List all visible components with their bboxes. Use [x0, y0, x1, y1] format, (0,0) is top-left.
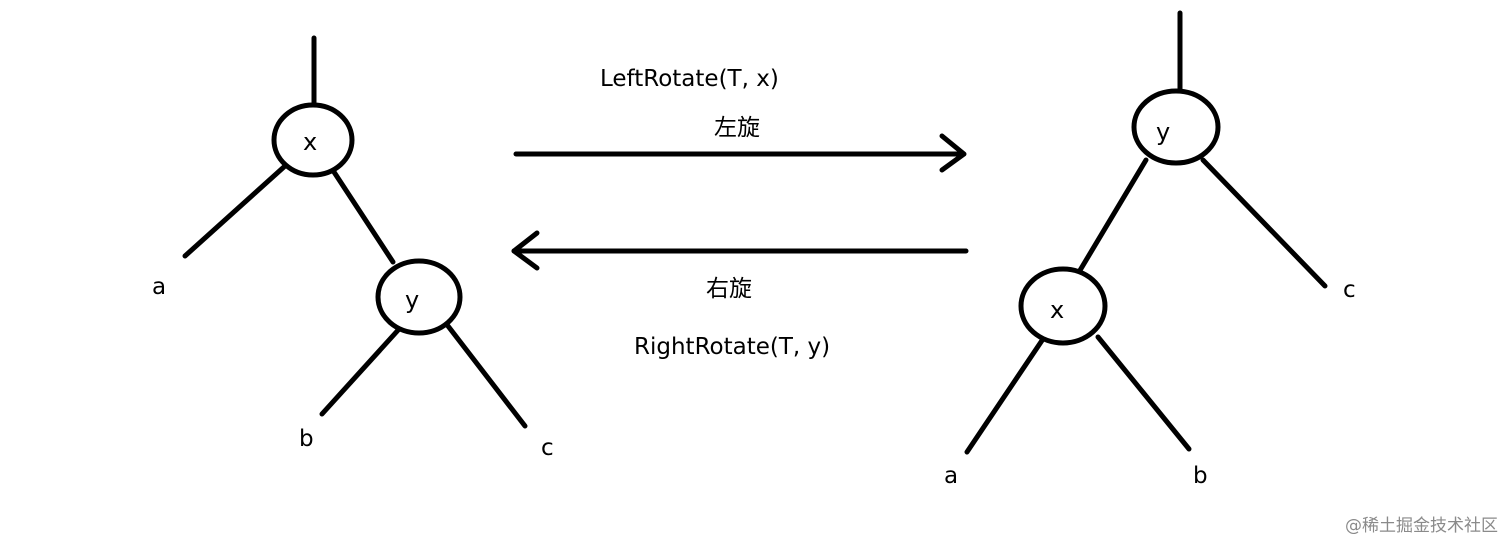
right-tree: y x a b c — [944, 10, 1356, 489]
right-tree-leaf-b: b — [1193, 463, 1208, 489]
left-rotate-arrow — [513, 133, 967, 173]
left-tree-node-x-label: x — [303, 128, 317, 156]
right-tree-leaf-a: a — [944, 463, 958, 489]
left-tree-node-y-label: y — [405, 286, 419, 314]
left-tree-leaf-b: b — [299, 426, 314, 452]
right-tree-node-y — [1131, 88, 1221, 166]
left-rotate-cn-label: 左旋 — [714, 115, 760, 141]
left-tree-node-x — [271, 102, 355, 178]
right-tree-node-y-label: y — [1156, 118, 1170, 146]
left-rotate-arrow-head — [939, 133, 967, 173]
left-tree-leaf-a: a — [152, 274, 166, 300]
right-rotate-cn-label: 右旋 — [706, 276, 752, 302]
left-tree-edge-y-c — [445, 323, 528, 429]
right-tree-node-x-label: x — [1050, 296, 1064, 324]
left-tree-edge-x-y — [331, 169, 396, 265]
right-tree-leaf-c: c — [1343, 277, 1356, 303]
left-tree-node-y — [375, 258, 463, 336]
right-tree-edge-y-c — [1200, 157, 1328, 289]
left-rotate-label: LeftRotate(T, x) — [600, 66, 779, 92]
right-tree-edge-x-a — [964, 336, 1046, 455]
right-rotate-arrow — [511, 230, 969, 271]
left-tree-edge-y-b — [319, 325, 403, 417]
right-rotate-arrow-head — [511, 230, 540, 271]
right-tree-edge-x-b — [1095, 334, 1192, 452]
left-tree-leaf-c: c — [541, 435, 554, 461]
left-tree-edge-x-a — [182, 163, 288, 259]
right-rotate-label: RightRotate(T, y) — [634, 334, 830, 360]
left-tree: x y a b c — [152, 35, 554, 461]
right-tree-edge-y-x — [1076, 157, 1149, 275]
watermark: @稀土掘金技术社区 — [1345, 516, 1498, 536]
right-tree-node-x — [1018, 266, 1108, 346]
